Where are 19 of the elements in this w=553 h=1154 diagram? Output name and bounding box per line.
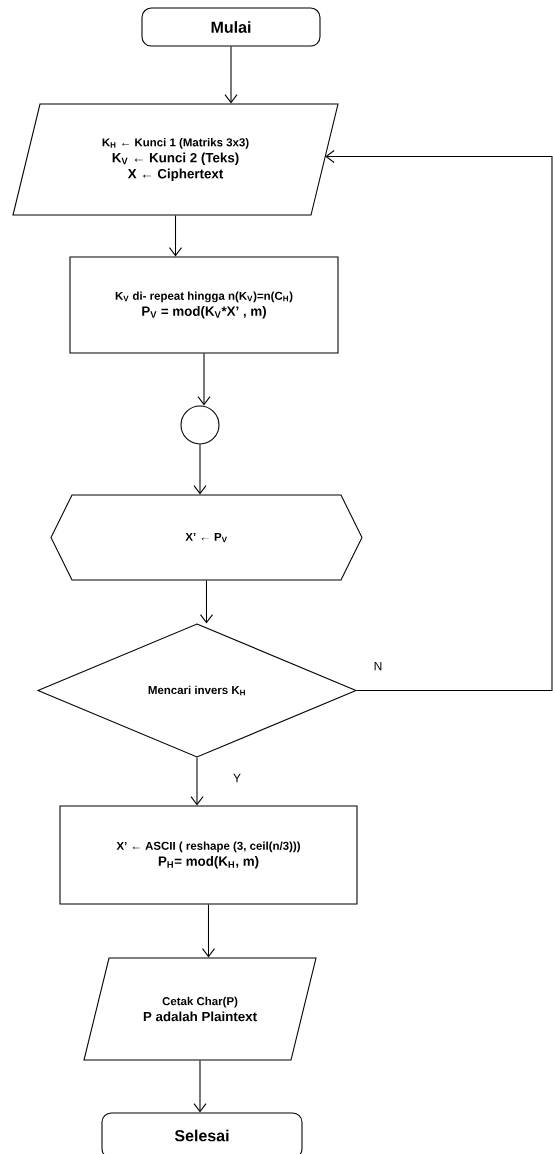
edge-label: Y: [231, 772, 243, 784]
arrow: [325, 149, 553, 692]
edge-label: N: [372, 660, 384, 672]
arrow: [168, 215, 183, 257]
terminator-box: Selesai: [101, 1112, 303, 1154]
input-output-parallelogram: Cetak Char(P) P adalah Plaintext: [83, 957, 317, 1061]
arrow: [193, 444, 207, 495]
connector-circle: [180, 405, 220, 445]
arrow: [201, 904, 216, 958]
process-box: X’ ← ASCII ( reshape (3, ceil(n/3))) P$_{H}$= mod(K$_{H}$, m): [59, 805, 358, 905]
arrow: [190, 757, 204, 806]
terminator-box: Mulai: [141, 7, 321, 47]
input-output-parallelogram: K$_{H}$ ← Kunci 1 (Matriks 3x3) K$_{V}$ ← Kunci 2 (Teks) X ← Ciphertext: [12, 103, 339, 216]
process-box: K$_{V}$ di- repeat hingga n(K$_{V}$)=n(C$_{H}$) P$_{V}$ = mod(K$_{V}$*X’ , m): [69, 256, 339, 354]
arrow: [224, 46, 238, 104]
arrow: [197, 353, 211, 406]
arrow: [199, 580, 214, 624]
arrow: [193, 1060, 207, 1113]
preparation-hexagon: X’ ← P$_{V}$: [50, 494, 363, 581]
